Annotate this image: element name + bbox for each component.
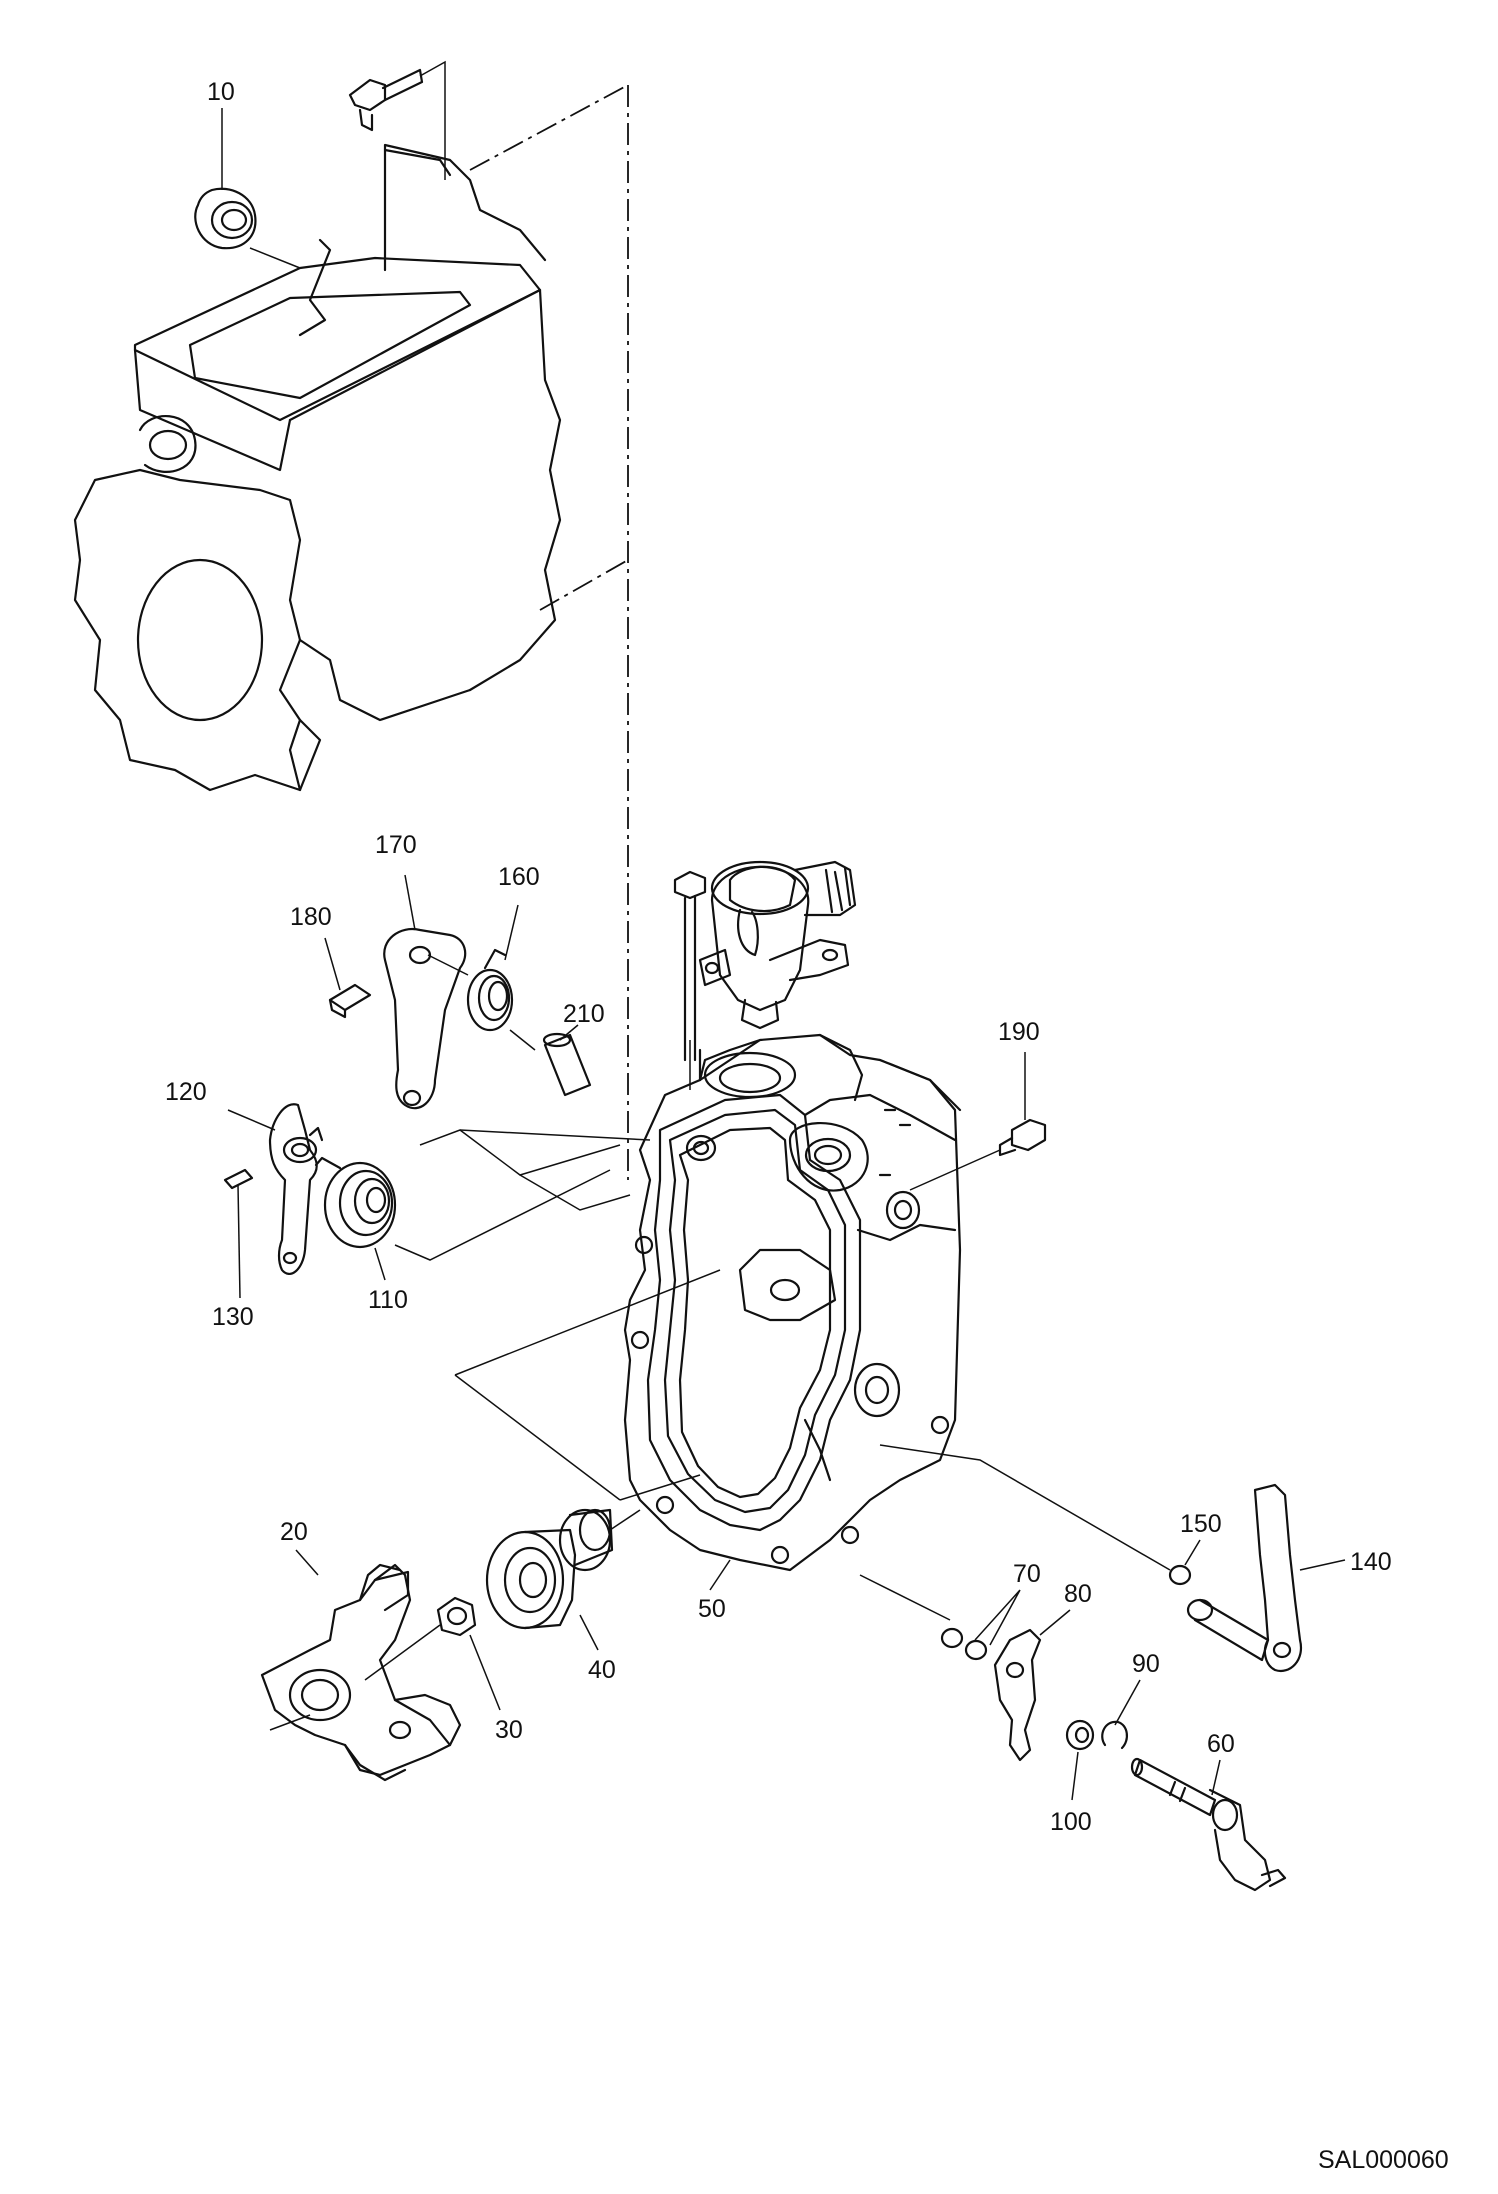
callout-210: 210 <box>563 1000 605 1028</box>
callout-30: 30 <box>495 1716 523 1744</box>
leader-lines <box>221 108 1201 1801</box>
washer-part-100 <box>1065 1719 1095 1751</box>
callout-10: 10 <box>207 78 235 106</box>
callout-110: 110 <box>368 1286 408 1314</box>
pin-part-210 <box>542 1032 592 1097</box>
yoke-part-20 <box>260 1563 462 1782</box>
clip-part-90 <box>1101 1720 1128 1750</box>
callout-80: 80 <box>1064 1580 1092 1608</box>
callout-labels: 10 20 30 40 50 60 70 80 90 100 110 120 1… <box>165 78 1392 1836</box>
nut-part-30 <box>364 1596 477 1681</box>
assembly-lines-left <box>394 1129 721 1501</box>
spring-part-110 <box>314 1156 397 1249</box>
plate-part-170 <box>383 927 469 1110</box>
pin-part-180 <box>328 983 372 1019</box>
drawing-reference-code: SAL000060 <box>1318 2146 1449 2174</box>
phantom-lines <box>469 84 629 1180</box>
shaft-part-60 <box>1130 1757 1287 1892</box>
pulley-part-40 <box>485 1508 641 1630</box>
oring-part-70 <box>940 1627 988 1661</box>
bolt-top <box>348 60 446 180</box>
seal-part-10 <box>194 187 301 269</box>
callout-130: 130 <box>212 1303 254 1331</box>
callout-170: 170 <box>375 831 417 859</box>
engine-block-outline <box>73 143 562 792</box>
callout-20: 20 <box>280 1518 308 1546</box>
callout-160: 160 <box>498 863 540 891</box>
callout-60: 60 <box>1207 1730 1235 1758</box>
spring-part-160 <box>466 948 536 1051</box>
lever-part-80 <box>993 1628 1042 1762</box>
lever-part-140 <box>1186 1483 1346 1673</box>
callout-40: 40 <box>588 1656 616 1684</box>
sensor-actuator <box>673 860 857 1090</box>
callout-140: 140 <box>1350 1548 1392 1576</box>
assembly-lines-right <box>859 1444 1171 1621</box>
callout-150: 150 <box>1180 1510 1222 1538</box>
callout-50: 50 <box>698 1595 726 1623</box>
callout-120: 120 <box>165 1078 207 1106</box>
callout-190: 190 <box>998 1018 1040 1046</box>
callout-70: 70 <box>1013 1560 1041 1588</box>
bolt-part-190 <box>909 1118 1047 1191</box>
callout-90: 90 <box>1132 1650 1160 1678</box>
pin-part-130 <box>223 1168 254 1190</box>
callout-180: 180 <box>290 903 332 931</box>
callout-100: 100 <box>1050 1808 1092 1836</box>
lever-part-120 <box>268 1103 324 1275</box>
oring-part-150 <box>1168 1564 1192 1586</box>
gear-case-part-50 <box>623 1033 962 1572</box>
